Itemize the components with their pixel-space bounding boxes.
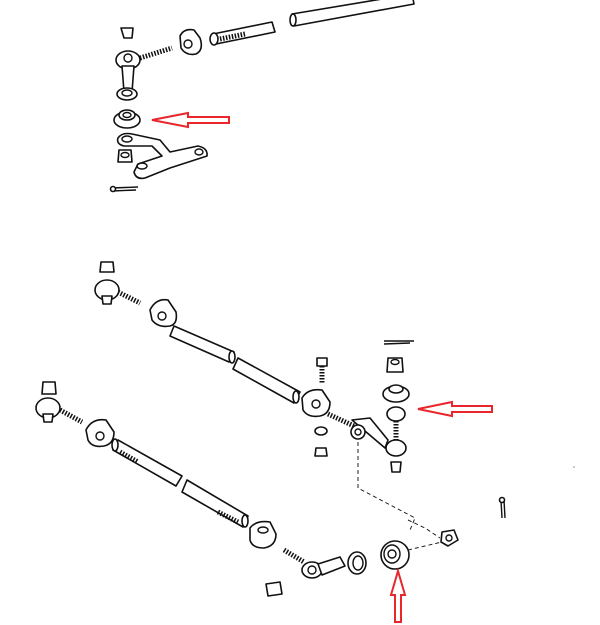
nut xyxy=(440,529,459,547)
drag-link-end xyxy=(350,406,407,473)
tie-rod-end xyxy=(115,27,173,93)
castle-nut xyxy=(265,581,283,597)
upper-idler-assembly xyxy=(109,0,415,193)
tie-rod-end-left xyxy=(94,261,142,306)
clamp xyxy=(85,418,115,448)
tie-rod-tube xyxy=(111,438,183,487)
bolt xyxy=(316,357,328,384)
bushing xyxy=(380,540,410,570)
tie-rod-tube-long xyxy=(289,0,415,27)
arrow-left-icon xyxy=(417,400,493,418)
tie-rod-end-right xyxy=(301,556,346,579)
lower-tie-rod-assembly xyxy=(35,381,506,623)
cotter-pin xyxy=(498,496,506,519)
cotter-pin xyxy=(383,340,414,345)
tie-rod-tube-short xyxy=(209,21,276,46)
washer xyxy=(347,551,367,575)
arrow-left-icon xyxy=(151,111,230,129)
nut xyxy=(314,426,328,457)
bushing xyxy=(113,109,141,129)
cotter-pin xyxy=(109,185,139,193)
castle-nut xyxy=(117,149,133,163)
tie-rod-tube xyxy=(232,357,301,404)
clamp xyxy=(249,520,277,549)
assembly-dashed-line xyxy=(357,442,443,551)
bushing xyxy=(382,384,410,403)
upper-tie-rod-assembly xyxy=(94,261,493,473)
clamp xyxy=(179,28,203,56)
nut xyxy=(116,87,138,101)
idler-arm xyxy=(116,132,208,180)
clamp xyxy=(301,388,331,418)
castle-nut xyxy=(386,357,404,373)
tie-rod-tube xyxy=(181,479,249,528)
clamp xyxy=(149,298,178,328)
tie-rod-tube xyxy=(169,325,236,364)
arrow-up-icon xyxy=(389,567,407,623)
tie-rod-end-left xyxy=(35,381,84,425)
